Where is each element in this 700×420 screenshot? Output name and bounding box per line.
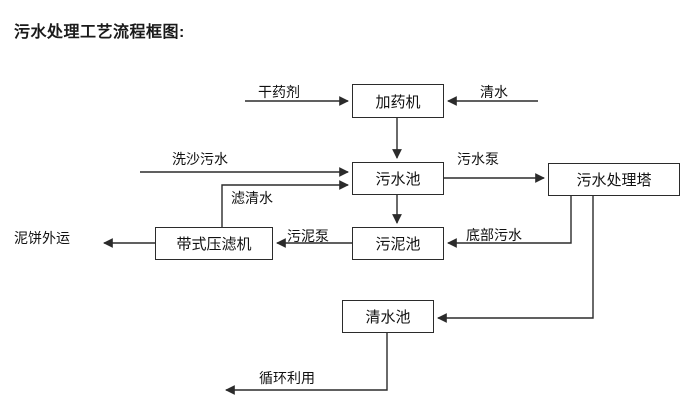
node-sludge-pool[interactable]: 污泥池	[352, 227, 444, 260]
edge-tower-to-sludge-pool	[447, 196, 572, 248]
edge-label-bottom-sewage: 底部污水	[466, 227, 522, 243]
edge-label-sludge-pump: 污泥泵	[287, 228, 329, 244]
node-label: 污水池	[375, 171, 421, 188]
page-title: 污水处理工艺流程框图:	[14, 24, 185, 41]
edge-label-clean-water: 清水	[480, 84, 508, 100]
node-label: 加药机	[375, 93, 421, 111]
node-label: 污泥池	[375, 236, 421, 253]
edge-label-filtrate-water: 滤清水	[231, 190, 273, 206]
node-label: 带式压滤机	[176, 236, 252, 253]
edge-label-sewage-pump: 污水泵	[457, 151, 499, 167]
node-sewage-pool[interactable]: 污水池	[352, 162, 444, 195]
node-label: 污水处理塔	[576, 172, 652, 189]
node-label: 清水池	[365, 309, 411, 326]
edge-cleanwater-to-recycle	[225, 333, 388, 395]
node-treatment-tower[interactable]: 污水处理塔	[548, 163, 680, 196]
node-dosing-machine[interactable]: 加药机	[352, 84, 444, 118]
edge-label-sand-wash-sewage: 洗沙污水	[172, 151, 228, 167]
edge-label-dry-chemical: 干药剂	[258, 84, 300, 100]
edge-beltfilter-to-sewage-pool	[221, 180, 349, 227]
terminal-label-mud-cake-export: 泥饼外运	[14, 230, 70, 246]
edge-tower-to-cleanwater-pool	[437, 196, 594, 323]
edge-label-recycle-reuse: 循环利用	[259, 370, 315, 386]
node-belt-filter-press[interactable]: 带式压滤机	[155, 227, 273, 260]
node-clean-water-pool[interactable]: 清水池	[342, 300, 434, 333]
